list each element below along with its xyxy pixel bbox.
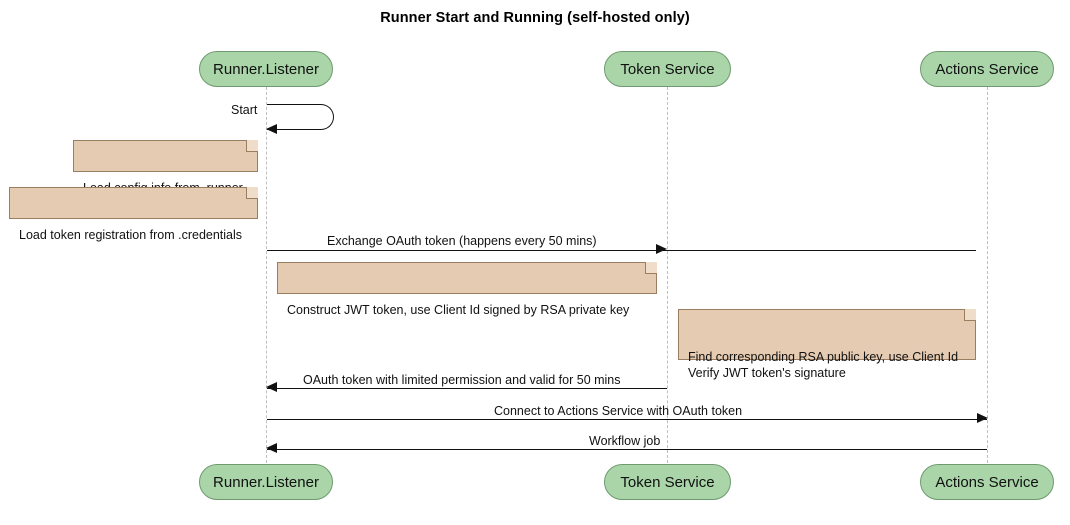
note-construct-jwt: Construct JWT token, use Client Id signe…	[277, 262, 657, 317]
note-text: Find corresponding RSA public key, use C…	[688, 350, 959, 380]
page-title: Runner Start and Running (self-hosted on…	[380, 10, 690, 26]
message-connect-actions-arrowhead	[977, 413, 988, 423]
message-start-arrowhead	[266, 124, 277, 134]
message-connect-actions-label: Connect to Actions Service with OAuth to…	[494, 404, 743, 418]
message-oauth-response-label: OAuth token with limited permission and …	[303, 373, 621, 387]
participant-actions-bottom[interactable]: Actions Service	[920, 464, 1054, 500]
note-text: Construct JWT token, use Client Id signe…	[287, 303, 630, 317]
note-load-config: Load config info from .runner	[73, 140, 258, 195]
message-exchange-oauth-label: Exchange OAuth token (happens every 50 m…	[327, 234, 597, 248]
participant-label: Runner.Listener	[213, 60, 319, 78]
participant-label: Runner.Listener	[213, 473, 319, 491]
message-oauth-response-line	[267, 388, 667, 389]
note-verify-jwt: Find corresponding RSA public key, use C…	[678, 309, 976, 380]
participant-token-bottom[interactable]: Token Service	[604, 464, 731, 500]
lifeline-actions	[987, 87, 988, 463]
message-exchange-oauth-line	[267, 250, 976, 251]
message-oauth-response-arrowhead	[266, 382, 277, 392]
message-exchange-oauth-arrowhead	[656, 244, 667, 254]
message-connect-actions-line	[267, 419, 987, 420]
note-text: Load token registration from .credential…	[19, 228, 243, 242]
note-fold-icon	[645, 262, 657, 274]
message-workflow-job-arrowhead	[266, 443, 277, 453]
note-load-token-registration: Load token registration from .credential…	[9, 187, 258, 242]
participant-runner-top[interactable]: Runner.Listener	[199, 51, 333, 87]
lifeline-token	[667, 87, 668, 463]
participant-token-top[interactable]: Token Service	[604, 51, 731, 87]
participant-label: Actions Service	[935, 60, 1039, 78]
note-fold-icon	[964, 309, 976, 321]
message-workflow-job-line	[267, 449, 987, 450]
participant-label: Token Service	[620, 60, 715, 78]
participant-runner-bottom[interactable]: Runner.Listener	[199, 464, 333, 500]
participant-label: Actions Service	[935, 473, 1039, 491]
lifeline-runner	[266, 87, 267, 463]
participant-label: Token Service	[620, 473, 715, 491]
message-workflow-job-label: Workflow job	[589, 434, 661, 448]
note-fold-icon	[246, 187, 258, 199]
participant-actions-top[interactable]: Actions Service	[920, 51, 1054, 87]
message-start-label: Start	[231, 103, 258, 117]
note-fold-icon	[246, 140, 258, 152]
message-start-loop	[267, 104, 334, 130]
